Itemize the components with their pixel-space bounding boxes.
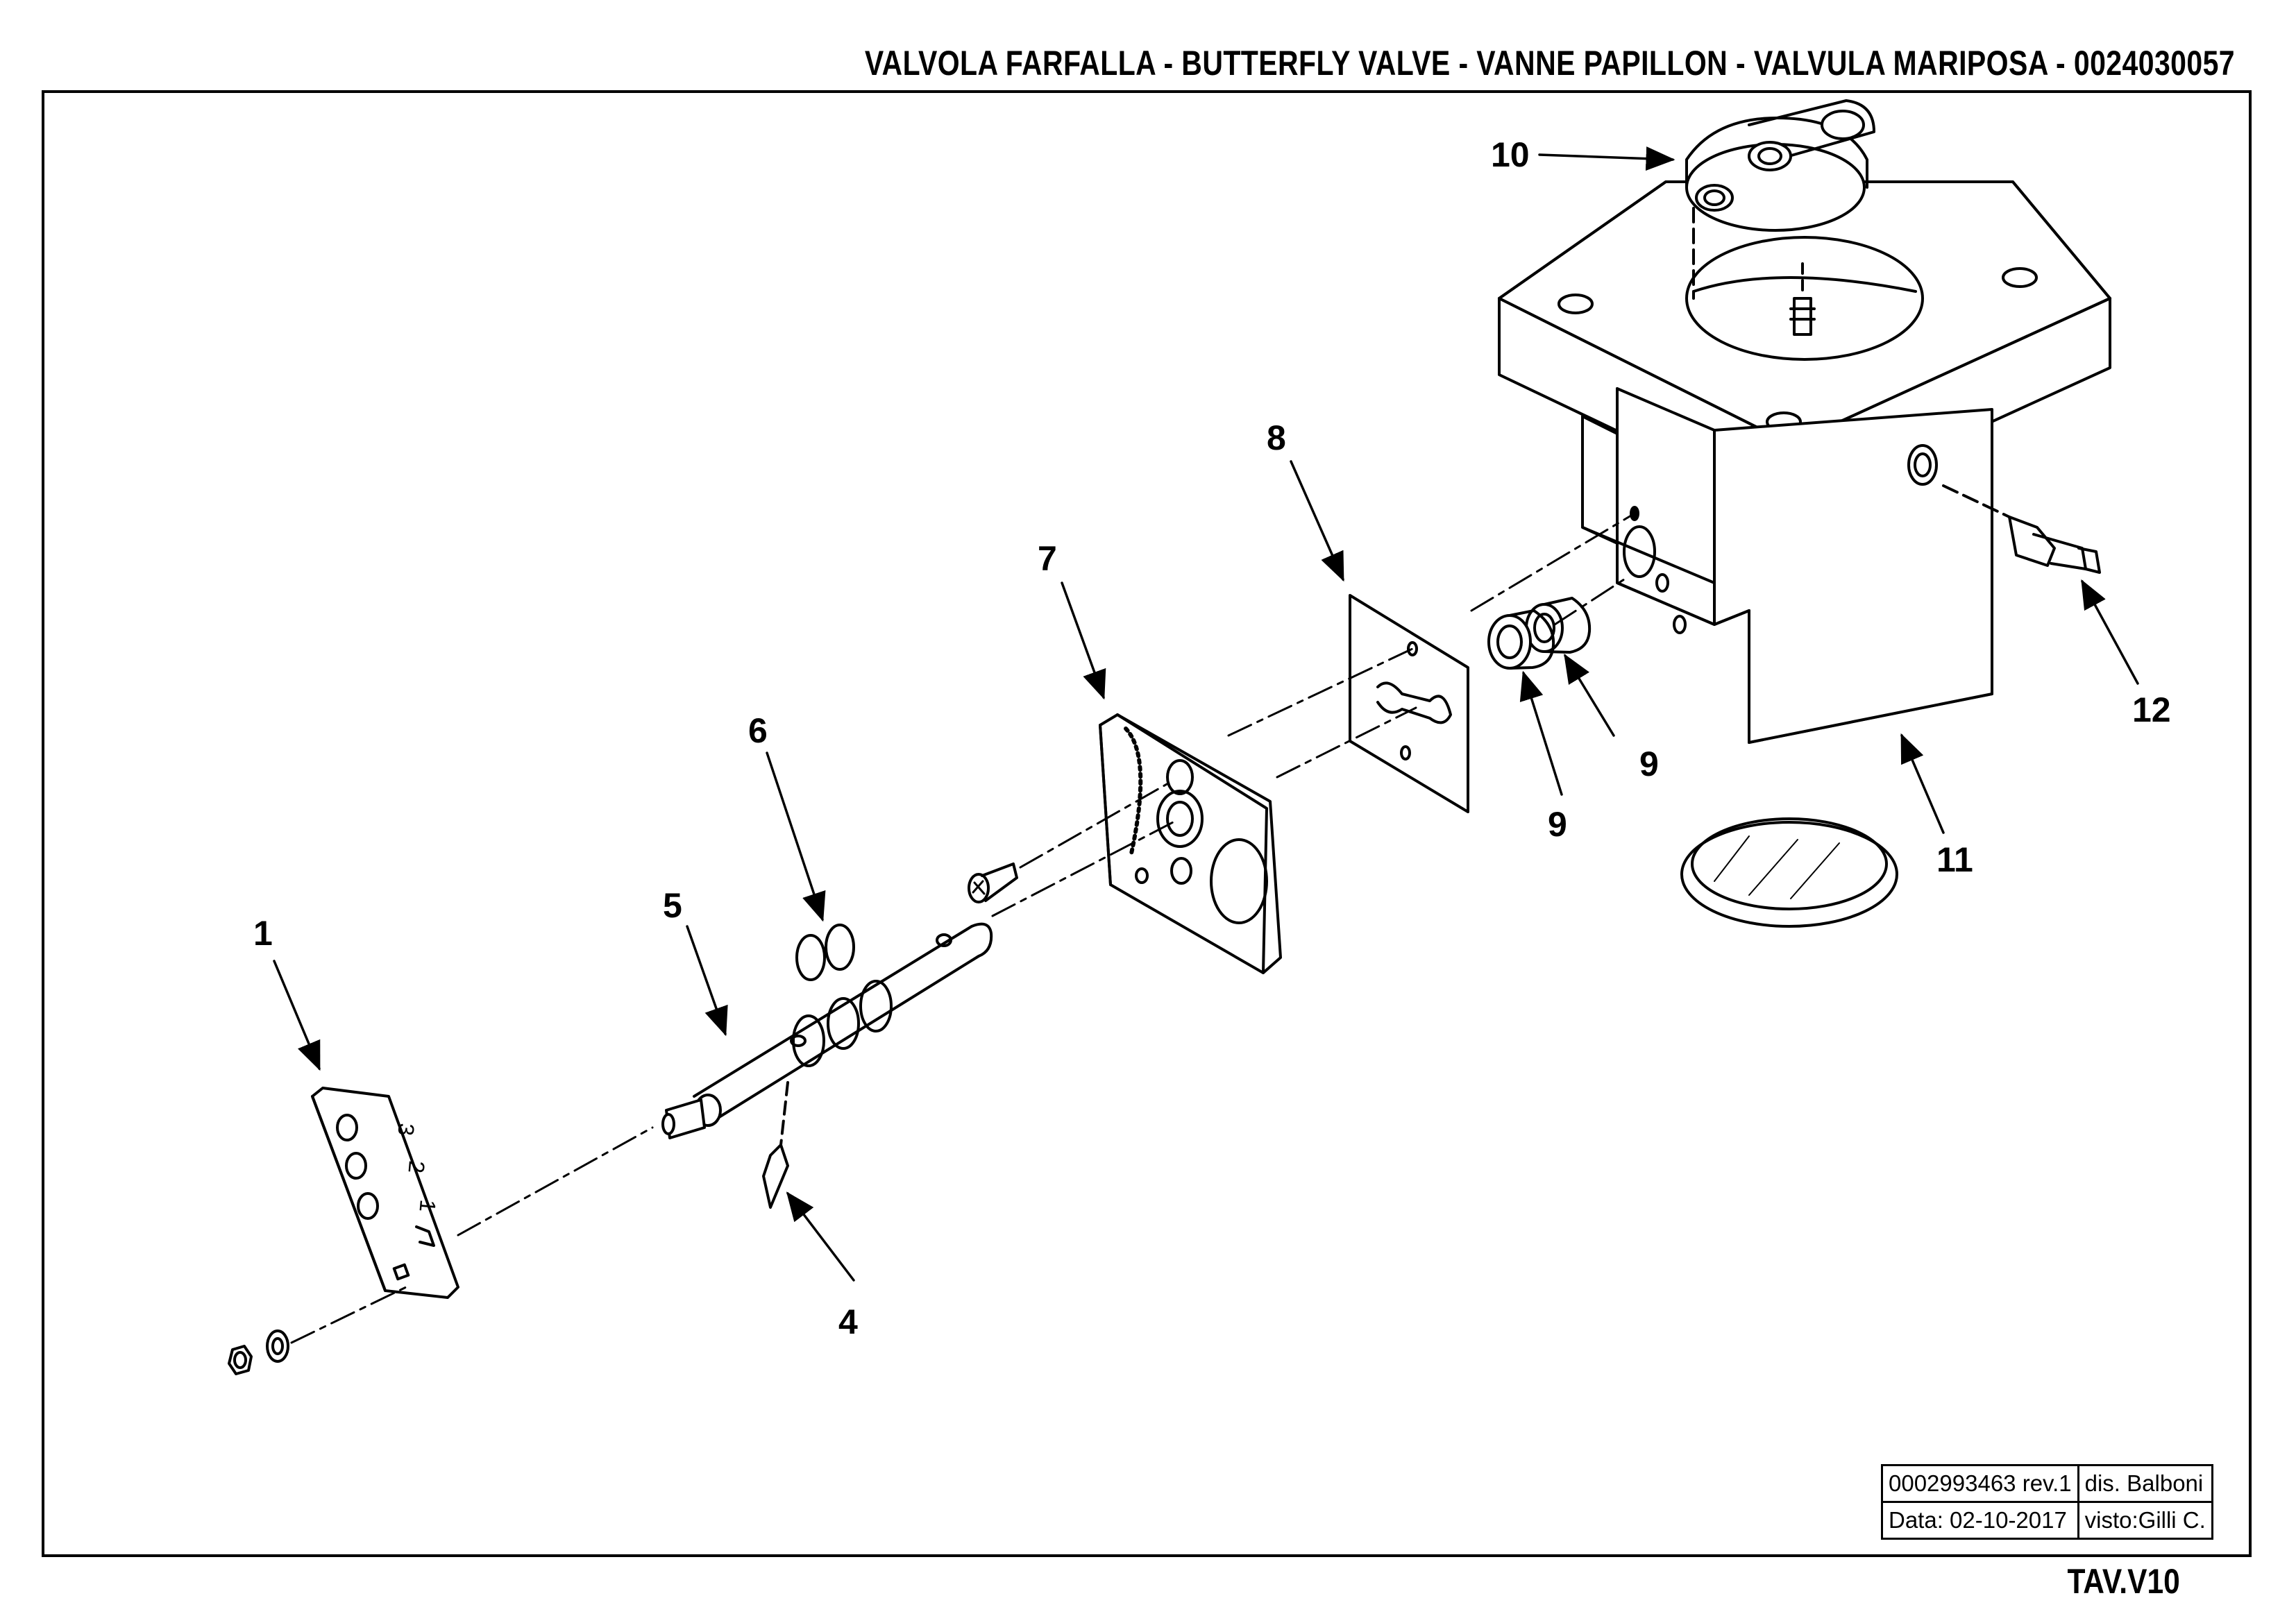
date-cell: Data: 02-10-2017 [1881,1501,2079,1540]
drawing-frame [42,90,2252,1557]
index-mark-1: 1 [414,1198,440,1213]
fitting-part-12 [1942,484,2101,574]
index-mark-3: 3 [393,1122,419,1137]
callout-8: 8 [1267,418,1286,457]
selector-plate-part-1 [311,1087,459,1299]
doc-rev-cell: 0002993463 rev.1 [1881,1464,2079,1503]
callout-11: 11 [1936,840,1973,879]
checked-by-cell: visto:Gilli C. [2077,1501,2213,1540]
callout-5: 5 [663,886,682,925]
nut-and-washer [228,1329,289,1375]
index-mark-2: 2 [403,1159,429,1174]
index-plate-part-7 [1099,713,1282,974]
callout-7: 7 [1038,539,1057,578]
bushings-part-9 [1487,597,1592,670]
set-screw-part-4 [762,1081,789,1209]
leader-arrows [273,146,2139,1282]
valve-body-part-11 [1498,180,2111,744]
drawing-title: VALVOLA FARFALLA - BUTTERFLY VALVE - VAN… [864,44,2235,83]
actuator-cap-part-10 [1685,99,1875,300]
callout-9-lower: 9 [1548,805,1567,844]
o-rings-part-6 [795,924,855,981]
callout-4: 4 [838,1302,858,1341]
callout-1: 1 [253,914,273,953]
sight-glass-cover [1680,817,1898,928]
gasket-part-8 [1349,594,1469,813]
screw-part-7 [968,863,1018,903]
drawn-by-cell: dis. Balboni [2077,1464,2213,1503]
callout-12: 12 [2132,690,2171,729]
callout-6: 6 [748,711,768,750]
callout-9-upper: 9 [1639,745,1659,783]
shaft-part-5 [661,922,993,1139]
callout-10: 10 [1491,135,1530,174]
title-block: 0002993463 rev.1 dis. Balboni Data: 02-1… [1881,1464,2213,1540]
assembly-axis-lines [290,512,1636,1344]
sheet-id: TAV.V10 [2067,1562,2180,1601]
